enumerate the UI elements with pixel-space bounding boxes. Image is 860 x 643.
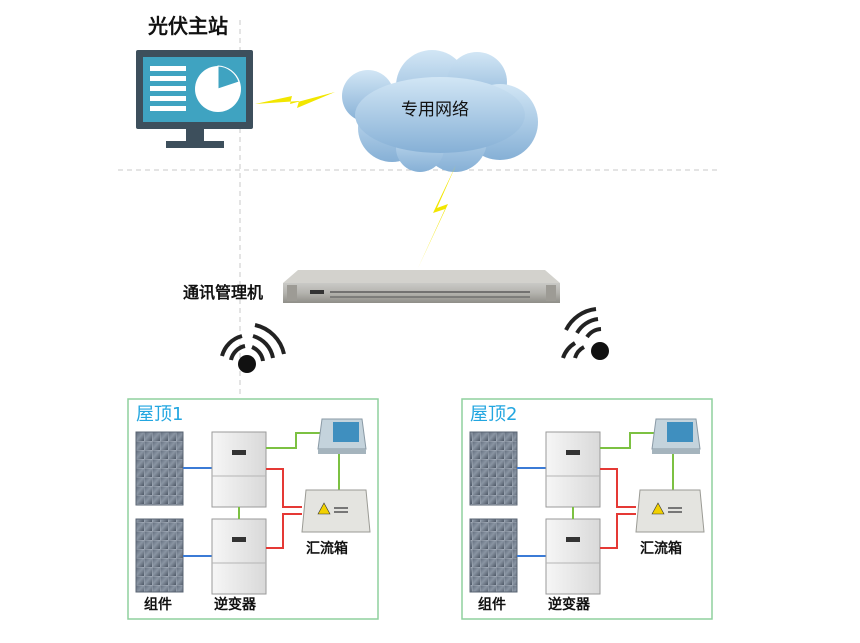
cloud-icon [342,50,538,172]
wireless-icon [561,307,609,360]
roof-box [127,398,379,620]
roof-1: 屋顶1 [127,398,379,620]
inverter-label: 逆变器 [548,596,591,613]
comm-manager-label: 通讯管理机 [183,283,263,302]
lightning-icon [255,92,335,108]
ac-line [600,468,636,508]
gateway-device-icon [283,270,560,303]
inverter-icon [545,431,601,508]
inverter-label: 逆变器 [214,596,257,613]
roof-title: 屋顶1 [136,404,183,425]
combiner-box-icon [635,489,705,533]
wireless-icon [220,323,286,373]
comm-line [266,432,322,449]
comm-line [600,432,656,449]
inverter-icon [211,518,267,595]
inverter-icon [545,518,601,595]
monitor-icon [136,50,253,148]
module-label: 组件 [478,596,506,613]
gateway-device-icon [317,418,367,454]
combiner-label: 汇流箱 [640,540,682,557]
combiner-label: 汇流箱 [306,540,348,557]
solar-panel-icon [469,431,518,506]
solar-panel-icon [135,431,184,506]
lightning-icon [418,165,456,268]
station-label: 光伏主站 [147,14,228,38]
ac-line [266,468,302,508]
roof-box [461,398,713,620]
combiner-box-icon [301,489,371,533]
network-label: 专用网络 [401,100,469,120]
ac-line [600,513,636,549]
inverter-icon [211,431,267,508]
solar-panel-icon [135,518,184,593]
roof-title: 屋顶2 [470,404,517,425]
solar-panel-icon [469,518,518,593]
roof-2: 屋顶2 汇流箱 组 [461,398,713,620]
gateway-device-icon [651,418,701,454]
module-label: 组件 [144,596,172,613]
ac-line [266,513,302,549]
